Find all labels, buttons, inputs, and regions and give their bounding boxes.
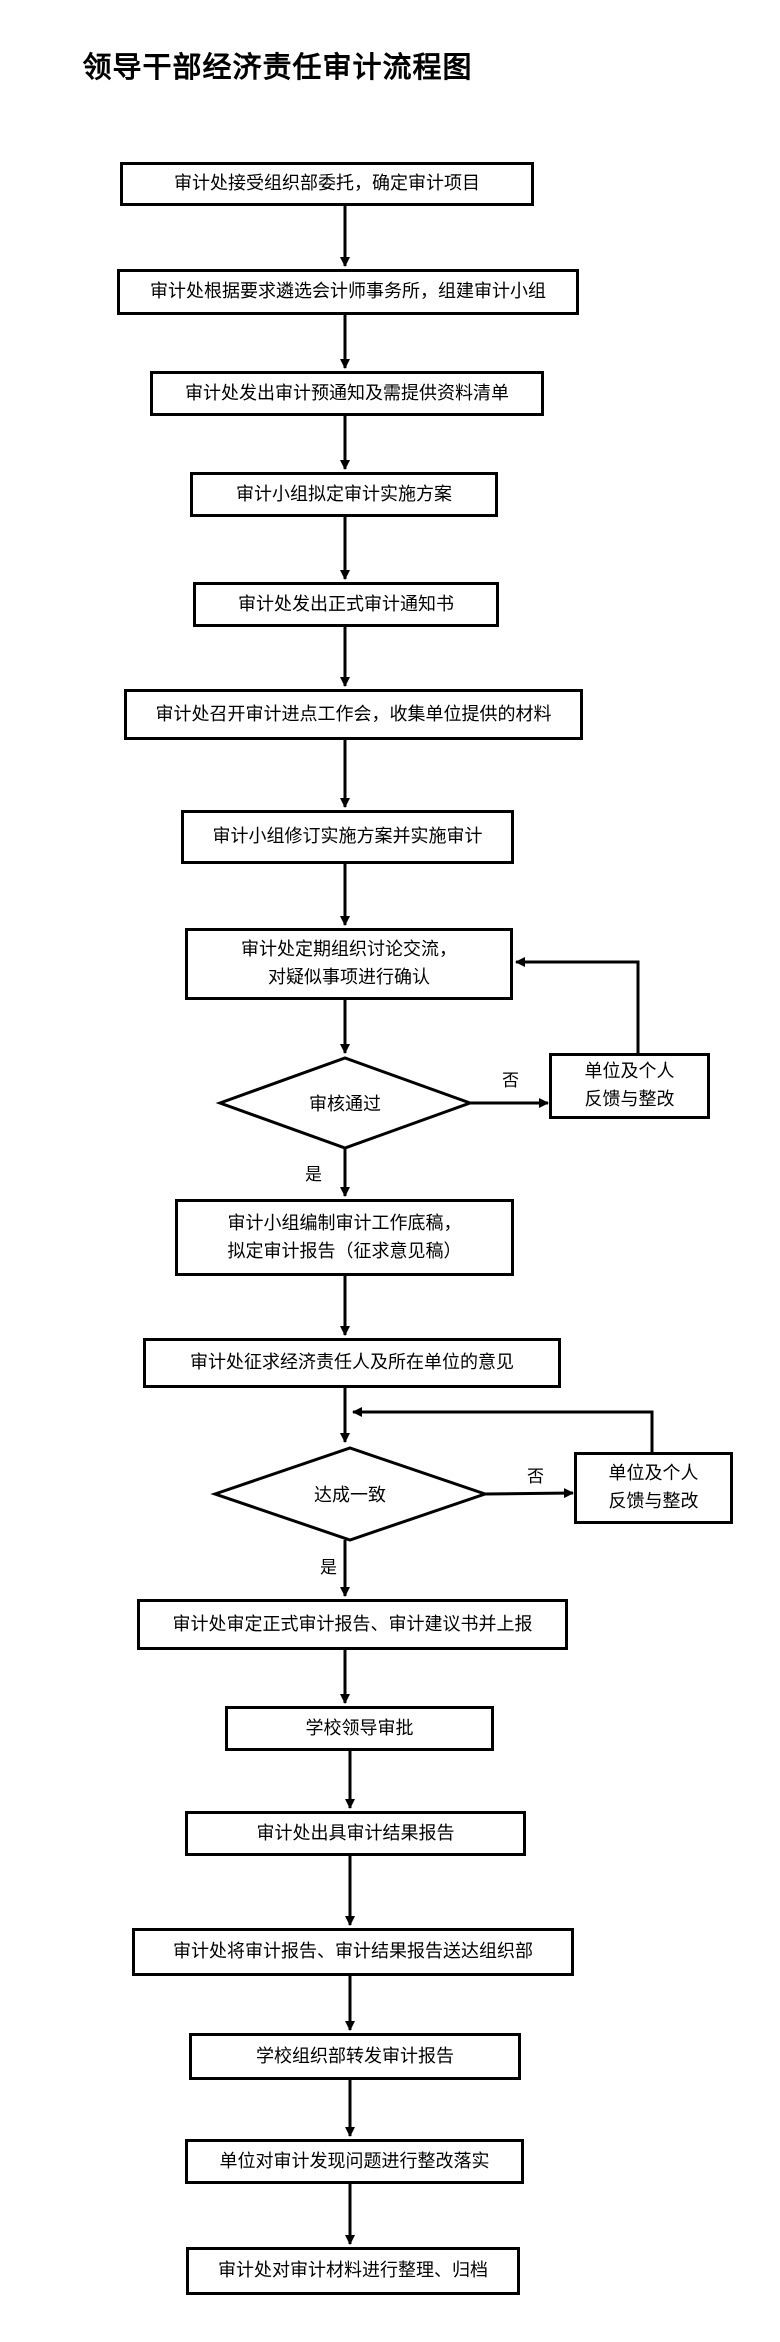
step-box: 审计小组编制审计工作底稿， 拟定审计报告（征求意见稿） xyxy=(175,1199,514,1276)
step-box: 学校领导审批 xyxy=(225,1706,494,1751)
step-box: 单位对审计发现问题进行整改落实 xyxy=(185,2139,524,2184)
step-box: 审计处征求经济责任人及所在单位的意见 xyxy=(143,1338,561,1388)
no-arrow xyxy=(484,1488,574,1499)
step-box: 审计处定期组织讨论交流， 对疑似事项进行确认 xyxy=(185,928,513,1000)
feedback-loop xyxy=(352,1407,654,1452)
page-title: 领导干部经济责任审计流程图 xyxy=(82,50,473,84)
yes-label: 是 xyxy=(320,1558,337,1578)
step-box: 审计小组修订实施方案并实施审计 xyxy=(181,810,514,864)
step-box: 审计处发出正式审计通知书 xyxy=(193,582,499,627)
step-box: 审计处出具审计结果报告 xyxy=(185,1811,526,1856)
feedback-box: 单位及个人 反馈与整改 xyxy=(549,1053,710,1119)
step-box: 审计处发出审计预通知及需提供资料清单 xyxy=(150,371,544,416)
no-label: 否 xyxy=(527,1467,544,1487)
step-box: 审计小组拟定审计实施方案 xyxy=(190,472,498,517)
step-box: 审计处审定正式审计报告、审计建议书并上报 xyxy=(137,1599,568,1650)
yes-label: 是 xyxy=(305,1165,322,1185)
step-box: 审计处根据要求遴选会计师事务所，组建审计小组 xyxy=(117,269,579,315)
decision-label: 审核通过 xyxy=(309,1094,381,1115)
feedback-box: 单位及个人 反馈与整改 xyxy=(574,1452,733,1524)
step-box: 审计处召开审计进点工作会，收集单位提供的材料 xyxy=(124,689,583,740)
decision-label: 达成一致 xyxy=(314,1485,386,1506)
step-box: 审计处对审计材料进行整理、归档 xyxy=(186,2247,520,2295)
no-label: 否 xyxy=(502,1071,519,1091)
step-box: 审计处将审计报告、审计结果报告送达组织部 xyxy=(132,1928,574,1976)
step-box: 学校组织部转发审计报告 xyxy=(189,2033,521,2080)
feedback-loop xyxy=(515,957,640,1053)
step-box: 审计处接受组织部委托，确定审计项目 xyxy=(120,162,534,206)
